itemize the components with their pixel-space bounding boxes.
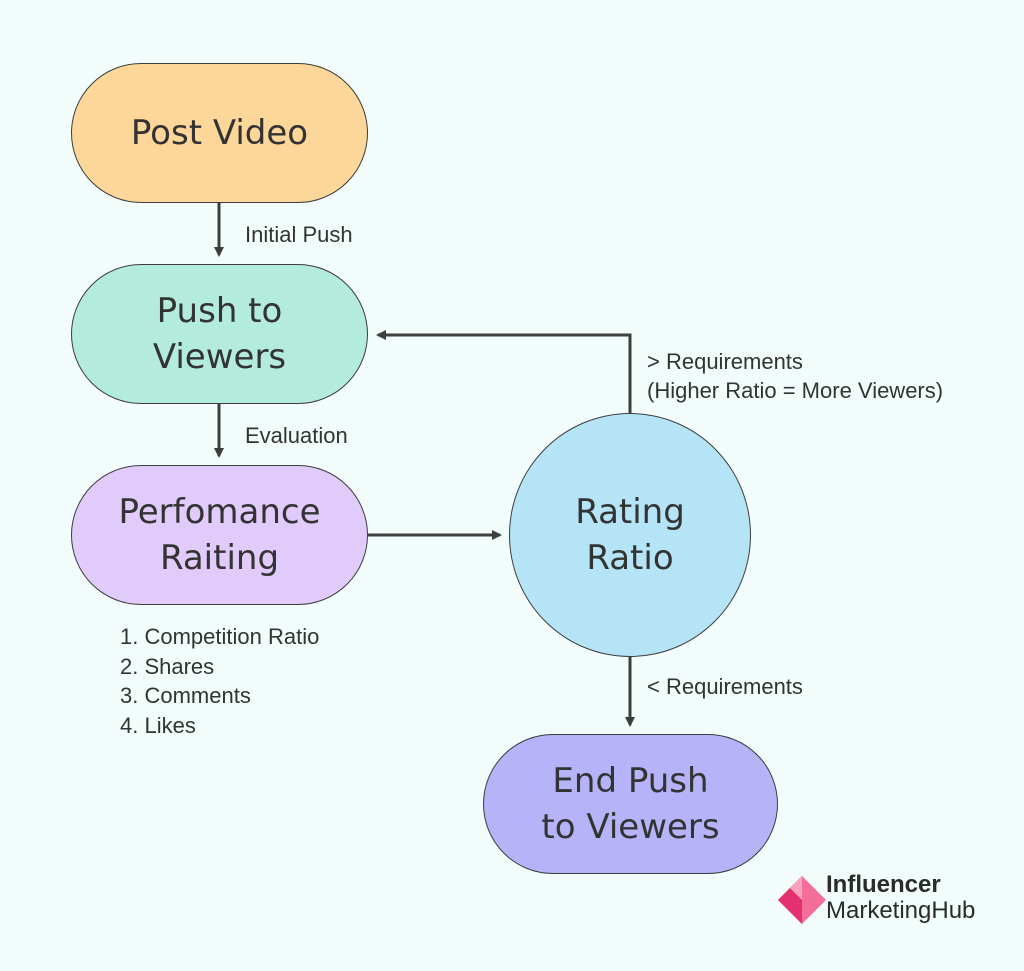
rating-criteria-list: 1. Competition Ratio 2. Shares 3. Commen… <box>120 622 319 740</box>
criteria-item: 1. Competition Ratio <box>120 624 320 649</box>
brand-line-1: Influencer <box>826 871 941 898</box>
node-rating-ratio: Rating Ratio <box>509 413 751 657</box>
criteria-item: 4. Likes <box>120 712 196 738</box>
label-evaluation: Evaluation <box>245 423 348 448</box>
label-below-requirements: < Requirements <box>647 674 803 699</box>
node-performance-rating: Perfomance Raiting <box>71 465 368 605</box>
criteria-item: 2. Shares <box>120 653 215 679</box>
brand-mark-icon <box>778 876 826 924</box>
node-post-video: Post Video <box>71 63 368 203</box>
label-higher-ratio-note: (Higher Ratio = More Viewers) <box>647 378 944 403</box>
label-above-requirements: > Requirements <box>647 349 803 374</box>
label-initial-push: Initial Push <box>245 222 353 247</box>
criteria-item: 3. Comments <box>120 683 251 708</box>
brand-line-2: MarketingHub <box>826 897 976 924</box>
brand-wordmark: Influencer MarketingHub <box>826 872 975 924</box>
influencer-marketing-hub-logo: Influencer MarketingHub <box>776 872 1006 928</box>
node-push-to-viewers: Push to Viewers <box>71 264 368 404</box>
edge-above-requirements <box>376 330 632 413</box>
node-end-push: End Push to Viewers <box>483 734 778 874</box>
